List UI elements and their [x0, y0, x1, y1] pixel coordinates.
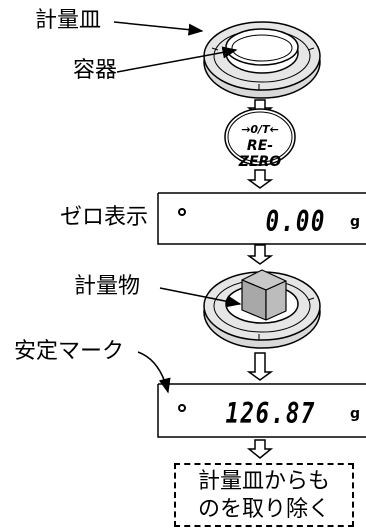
- instruction-line-1: 計量皿からも: [197, 469, 330, 494]
- container-ring: [225, 28, 299, 74]
- stable-mark-dot: [178, 404, 186, 412]
- zero-display-unit: g: [350, 214, 361, 230]
- rezero-button-symbol: →0/T←: [241, 123, 279, 136]
- rezero-button-label: RE-ZERO: [238, 138, 282, 170]
- instruction-note: 計量皿からも のを取り除く: [174, 463, 354, 527]
- rezero-button-shape: [224, 108, 296, 166]
- label-pan: 計量皿: [35, 8, 102, 33]
- stable-mark-leader: [137, 351, 171, 394]
- object-leader: [159, 287, 242, 308]
- container-leader: [116, 46, 238, 73]
- label-stable-mark: 安定マーク: [14, 339, 125, 364]
- display-indicator-dot: [178, 208, 186, 216]
- zero-display-value: 0.00: [265, 205, 326, 238]
- instruction-line-2: のを取り除く: [197, 497, 330, 522]
- zero-display-box: [157, 192, 366, 245]
- weighed-object-cube: [241, 269, 287, 321]
- weight-display-box: [157, 383, 366, 438]
- label-zero-display: ゼロ表示: [60, 205, 149, 230]
- label-object: 計量物: [74, 274, 141, 299]
- pan-leader: [113, 21, 204, 36]
- label-container: 容器: [73, 58, 118, 83]
- weight-display-unit: g: [350, 406, 361, 422]
- weight-display-value: 126.87: [225, 397, 316, 430]
